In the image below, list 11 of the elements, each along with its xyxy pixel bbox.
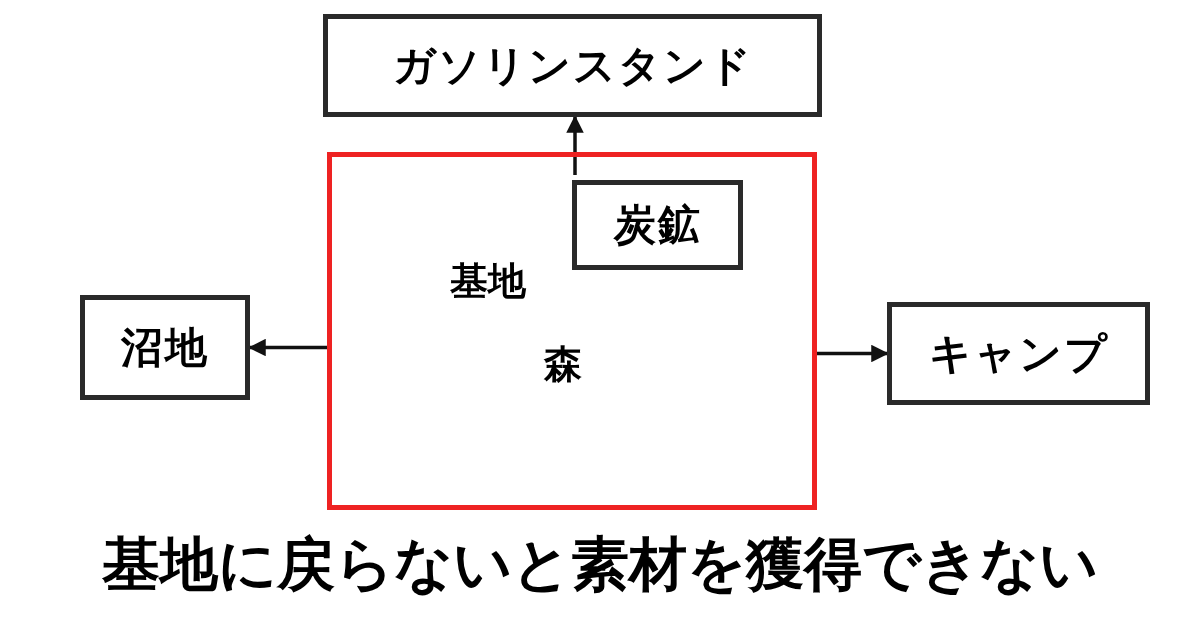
place-box: ガソリンスタンド (323, 14, 822, 117)
caption: 基地に戻らないと素材を獲得できない (101, 529, 1099, 600)
area-label: 森 (544, 345, 582, 383)
area-label: 基地 (450, 262, 526, 300)
place-box: キャンプ (887, 302, 1150, 405)
area-frame (327, 152, 817, 510)
place-box: 炭鉱 (572, 180, 743, 270)
arrow (566, 115, 584, 175)
arrow (817, 344, 889, 363)
place-box: 沼地 (80, 295, 250, 400)
arrow (248, 338, 327, 357)
